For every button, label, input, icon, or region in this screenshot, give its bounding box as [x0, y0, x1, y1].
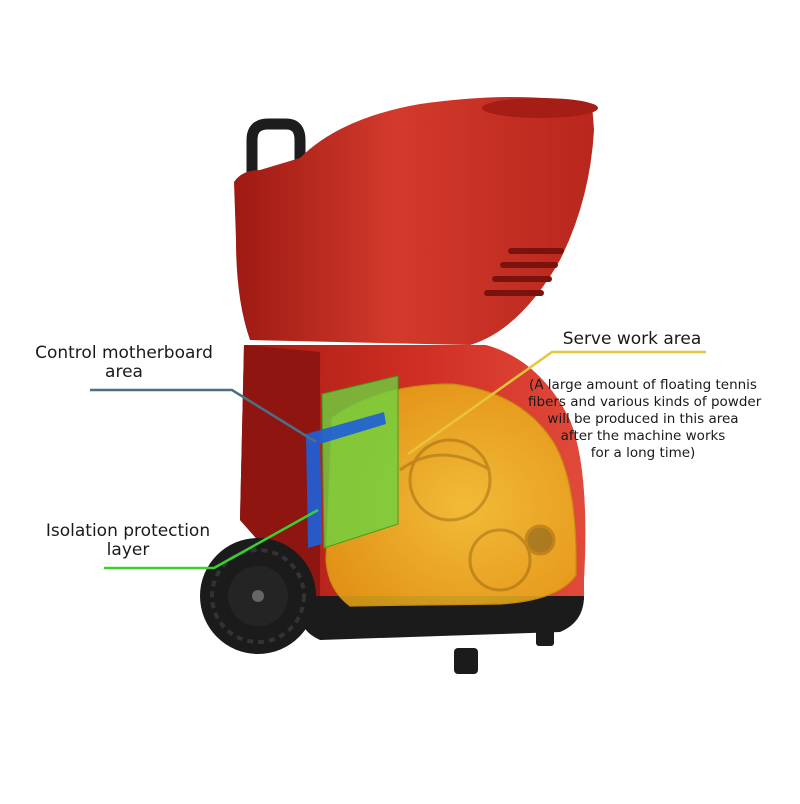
leader-line-serve	[407, 350, 706, 456]
handle	[246, 118, 306, 201]
serve-note-line: for a long time)	[590, 445, 696, 461]
isolation-label-line1: Isolation protection	[45, 521, 211, 541]
ball-hopper	[234, 97, 598, 345]
leader-line-isolation	[104, 508, 319, 570]
vent-slots	[484, 248, 564, 296]
control-label-line1: Control motherboard	[35, 343, 213, 363]
serve-note-line: (A large amount of floating tennis	[529, 377, 757, 393]
serve-note-line: will be produced in this area	[547, 411, 739, 427]
isolation-label-line2: layer	[106, 540, 150, 560]
wheel	[200, 538, 316, 654]
internal-mechanism	[399, 438, 556, 592]
serve-work-area-label: Serve work area	[562, 329, 702, 349]
serve-note-line: fibers and various kinds of powder	[528, 394, 762, 410]
control-motherboard-label: Control motherboard area	[24, 344, 224, 382]
isolation-protection-label: Isolation protection layer	[36, 522, 220, 560]
leader-line-control	[90, 388, 317, 444]
control-label-line2: area	[105, 362, 143, 382]
serve-note-line: after the machine works	[560, 428, 726, 444]
serve-area-note: (A large amount of floating tennis fiber…	[528, 377, 762, 462]
control-motherboard-area	[306, 412, 386, 548]
isolation-protection-layer	[321, 375, 399, 549]
